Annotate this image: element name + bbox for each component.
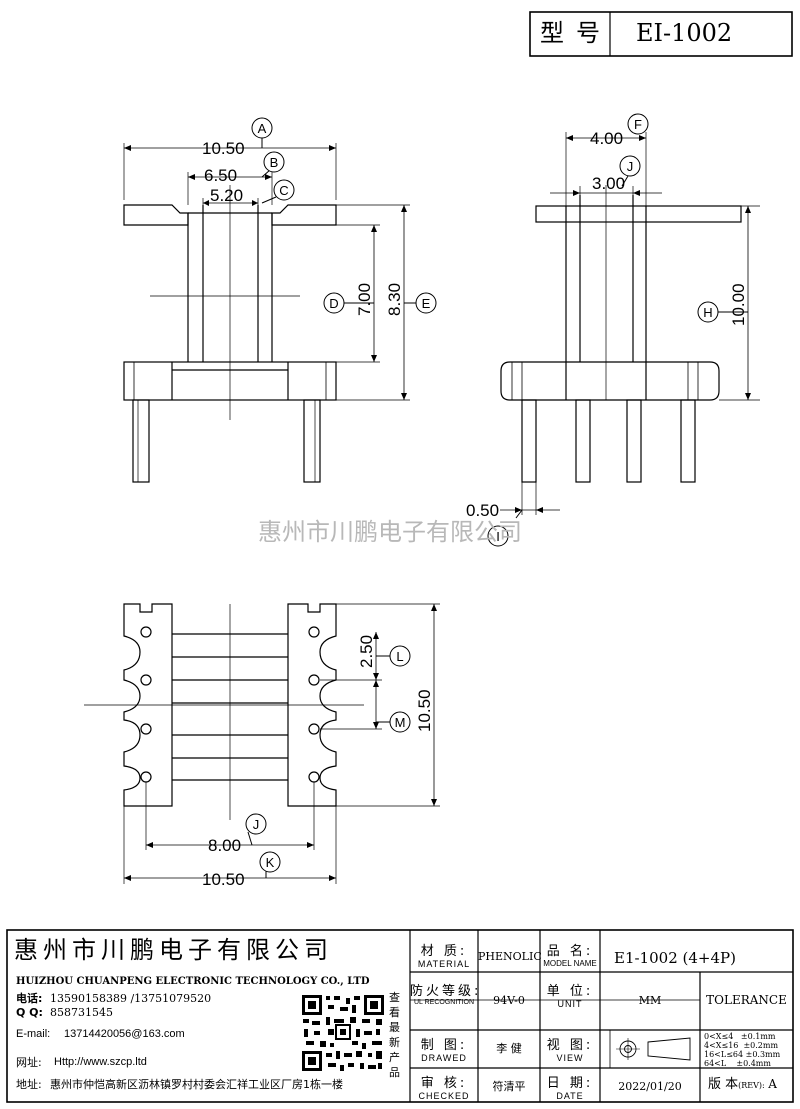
revision: 版 本(REV): A — [708, 1077, 777, 1092]
material-value: PHENOLIC — [478, 950, 542, 963]
projection-symbol-icon — [616, 1037, 691, 1061]
dim-B-value: 6.50 — [204, 166, 237, 185]
label-J-top: J — [627, 159, 634, 174]
header-type-label: 型号 — [540, 19, 612, 47]
dim-D-value: 7.00 — [355, 283, 374, 316]
web: Http://www.szcp.ltd — [54, 1056, 147, 1068]
front-view — [123, 143, 410, 483]
tolerance-row-1: 0<X≤4 ±0.1mm — [704, 1032, 776, 1041]
date-value: 2022/01/20 — [618, 1080, 682, 1093]
dim-L-value: 2.50 — [357, 635, 376, 668]
label-B: B — [270, 155, 279, 170]
drawn-value: 李 健 — [496, 1042, 522, 1055]
title-block-grid — [6, 929, 794, 1103]
dim-F-value: 4.00 — [590, 129, 623, 148]
dim-J-bot-value: 8.00 — [208, 836, 241, 855]
side-view — [500, 132, 760, 515]
date-label: 日 期:DATE — [546, 1076, 594, 1101]
label-K: K — [266, 855, 275, 870]
bottom-view — [84, 603, 440, 884]
label-A: A — [258, 121, 267, 136]
label-I: I — [496, 529, 500, 544]
view-label: 视 图:VIEW — [546, 1038, 594, 1063]
label-C: C — [279, 183, 288, 198]
checked-value: 符清平 — [492, 1080, 526, 1093]
tolerance-row-2: 4<X≤16 ±0.2mm — [704, 1041, 779, 1050]
company-name-cn: 惠州市川鹏电子有限公司 — [14, 936, 333, 964]
dim-K-value: 10.50 — [202, 870, 245, 889]
label-J-bot: J — [253, 817, 260, 832]
header-model: EI-1002 — [636, 19, 733, 47]
tolerance-row-4: 64<L ±0.4mm — [704, 1059, 771, 1068]
dim-E-value: 8.30 — [385, 283, 404, 316]
phone-label: 电话: — [16, 992, 43, 1005]
part-name-label: 品 名:MODEL NAME — [543, 944, 597, 968]
label-H: H — [703, 305, 712, 320]
web-label: 网址: — [16, 1056, 42, 1069]
part-name-value: E1-1002 (4+4P) — [614, 949, 736, 967]
unit-label: 单 位:UNIT — [546, 984, 594, 1009]
email: 13714420056@163.com — [64, 1028, 185, 1040]
material-label: 材 质:MATERIAL — [417, 944, 471, 969]
phone: 13590158389 /13751079520 — [50, 992, 212, 1005]
qq-label: Q Q: — [16, 1006, 43, 1019]
label-L: L — [396, 649, 403, 664]
qr-caption: 查看最新产品 — [389, 991, 400, 1079]
watermark: 惠州市川鹏电子有限公司 — [258, 518, 522, 546]
qq: 858731545 — [50, 1006, 113, 1019]
label-F: F — [634, 117, 642, 132]
dim-W-value: 10.50 — [415, 689, 434, 732]
checked-label: 审 核:CHECKED — [418, 1076, 470, 1101]
unit-value: MM — [638, 994, 662, 1007]
dim-C-value: 5.20 — [210, 186, 243, 205]
drawn-label: 制 图:DRAWED — [420, 1038, 468, 1063]
address: 惠州市仲恺高新区沥林镇罗村村委会汇祥工业区厂房1栋一楼 — [50, 1078, 343, 1091]
dim-A-value: 10.50 — [202, 139, 245, 158]
dim-H-value: 10.00 — [729, 283, 748, 326]
email-label: E-mail: — [16, 1028, 51, 1040]
label-M: M — [395, 715, 406, 730]
label-E: E — [422, 296, 431, 311]
ul-value: 94V-0 — [493, 994, 525, 1007]
tolerance-label: TOLERANCE — [706, 993, 787, 1007]
qr-code-icon — [300, 993, 386, 1073]
label-D: D — [329, 296, 338, 311]
dim-I-value: 0.50 — [466, 501, 499, 520]
address-label: 地址: — [16, 1078, 42, 1091]
tolerance-row-3: 16<L≤64 ±0.3mm — [704, 1050, 781, 1059]
company-name-en: HUIZHOU CHUANPENG ELECTRONIC TECHNOLOGY … — [16, 976, 370, 987]
ul-label: 防火等级:UL RECOGNITION — [410, 984, 482, 1006]
dim-J-top-value: 3.00 — [592, 174, 625, 193]
